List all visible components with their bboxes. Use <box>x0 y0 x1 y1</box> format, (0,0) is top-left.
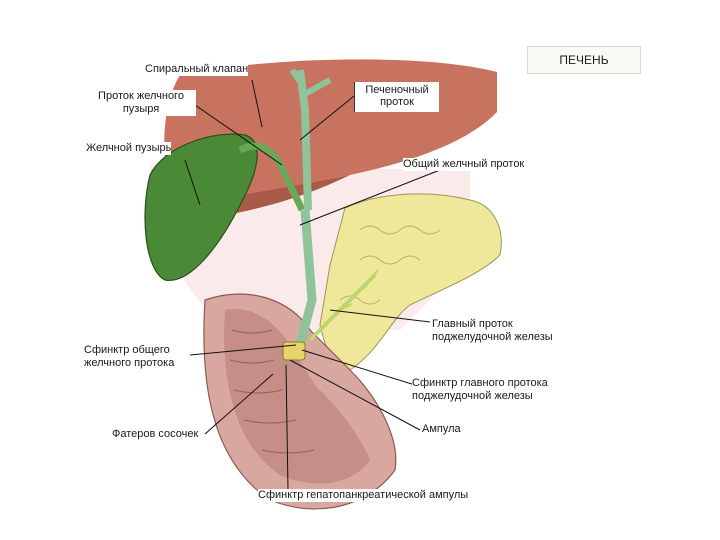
hepatic-duct-label: Печеночный проток <box>354 82 439 112</box>
common-bile-duct <box>295 209 317 347</box>
gallbladder-shape <box>144 133 258 281</box>
leader-lines <box>184 79 441 491</box>
sphincter-common-label-line1: Сфинктр общего <box>84 344 170 356</box>
pancreatic-duct-branches <box>339 269 379 311</box>
sphincter-ampulla-label: Сфинктр гепатопанкреатической ампулы <box>258 489 469 502</box>
sphincter-common-bile-duct-label: Сфинктр общего желчного протока <box>84 344 175 370</box>
main-pancreatic-duct-label-line2: поджелудочной железы <box>432 331 553 343</box>
hepatic-branches <box>289 68 332 98</box>
hepatic-duct-label-line1: Печеночный <box>365 84 429 96</box>
duodenum-lumen <box>224 309 370 484</box>
main-pancreatic-duct-label-line1: Главный проток <box>432 318 513 330</box>
ampulla-label: Ампула <box>422 423 461 436</box>
duodenum-folds <box>229 329 315 454</box>
sphincter-pancreatic-label-line1: Сфинктр главного протока <box>412 377 548 389</box>
liver-label: ПЕЧЕНЬ <box>527 46 641 74</box>
common-bile-duct-label: Общий желчный проток <box>403 158 525 171</box>
sphincter-pancreatic-label-line2: поджелудочной железы <box>412 390 533 402</box>
main-pancreatic-duct-label: Главный проток поджелудочной железы <box>432 318 553 344</box>
vater-papilla-label: Фатеров сосочек <box>112 428 199 441</box>
cystic-duct-label-line2: пузыря <box>122 103 160 115</box>
hepatic-duct-label-line2: проток <box>380 96 414 108</box>
spiral-valve-label: Спиральный клапан <box>145 63 249 76</box>
cystic-duct-label: Проток желчного пузыря <box>86 90 196 116</box>
cystic-duct-label-line1: Проток желчного <box>98 90 184 102</box>
gallbladder-label: Желчной пузырь <box>86 142 172 155</box>
sphincter-pancreatic-duct-label: Сфинктр главного протока поджелудочной ж… <box>412 377 548 403</box>
sphincter-common-label-line2: желчного протока <box>84 357 175 369</box>
pancreas-texture <box>339 225 441 305</box>
